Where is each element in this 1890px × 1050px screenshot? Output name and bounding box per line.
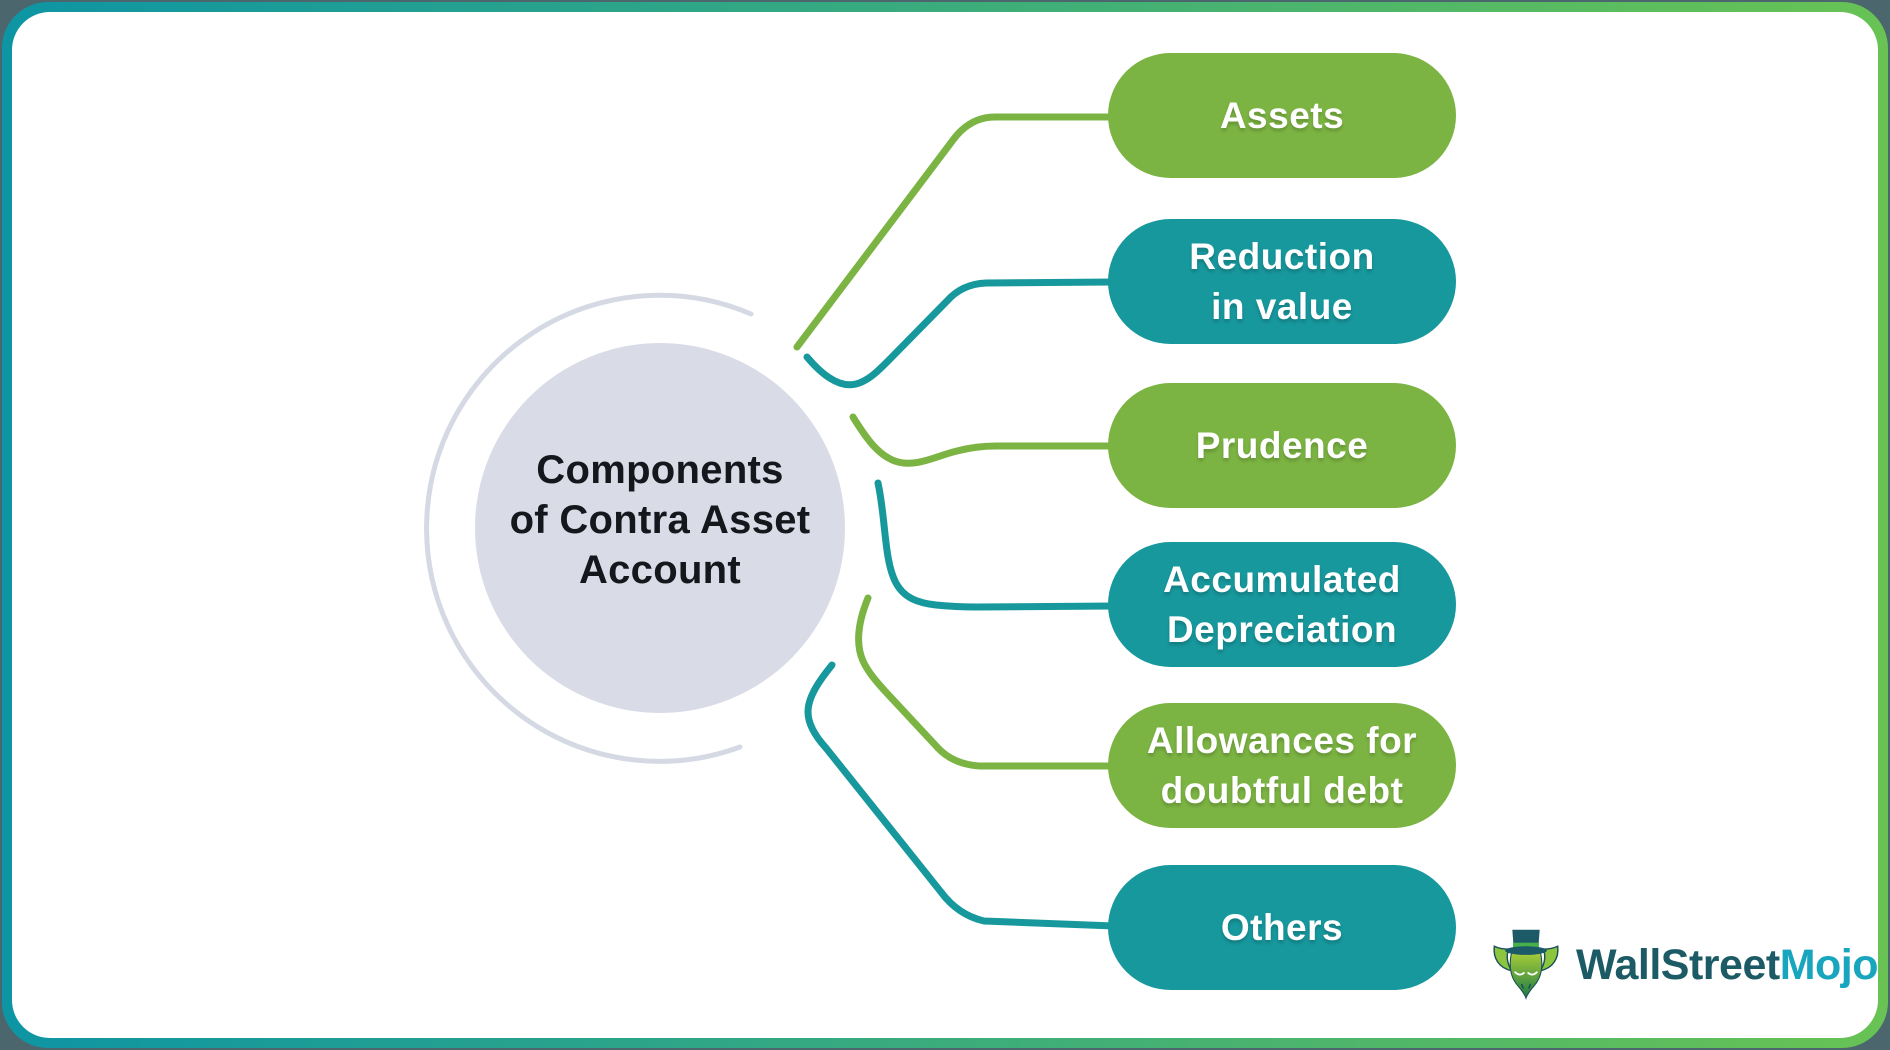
bull-face xyxy=(1509,951,1543,1000)
wallstreetmojo-logo: WallStreetMojo xyxy=(1490,926,1879,1004)
connector-line-others xyxy=(804,661,1118,930)
node-label-accumulated-depreciation: Accumulated Depreciation xyxy=(1163,558,1401,650)
node-label-others: Others xyxy=(1220,906,1344,948)
connector-line-allowances xyxy=(855,594,1118,770)
connector-line-accumulated-depreciation xyxy=(874,479,1118,611)
connector-line-assets xyxy=(793,113,1118,351)
node-label-reduction-in-value: Reduction in value xyxy=(1189,235,1375,327)
bull-eye-left xyxy=(1514,971,1525,976)
card-background xyxy=(12,12,1878,1038)
node-pill-reduction-in-value: Reduction in value xyxy=(1108,219,1456,344)
node-pill-others: Others xyxy=(1108,865,1456,990)
node-pill-accumulated-depreciation: Accumulated Depreciation xyxy=(1108,542,1456,667)
node-pill-allowances: Allowances for doubtful debt xyxy=(1108,703,1456,828)
logo-text-wallstreet: WallStreet xyxy=(1576,940,1780,989)
node-label-assets: Assets xyxy=(1219,94,1345,136)
bull-mascot-icon xyxy=(1493,929,1559,1000)
connector-line-prudence xyxy=(849,413,1118,467)
logo-text: WallStreetMojo xyxy=(1576,940,1879,990)
node-pill-assets: Assets xyxy=(1108,53,1456,178)
node-label-allowances: Allowances for doubtful debt xyxy=(1146,719,1418,811)
node-label-prudence: Prudence xyxy=(1195,424,1369,466)
bull-eye-right xyxy=(1527,971,1538,976)
bull-hat-brim xyxy=(1505,946,1547,955)
logo-text-mojo: Mojo xyxy=(1779,940,1879,989)
connector-line-reduction-in-value xyxy=(803,278,1118,389)
bull-hat-band xyxy=(1513,942,1539,950)
bull-nostrils xyxy=(1520,983,1532,989)
node-pill-prudence: Prudence xyxy=(1108,383,1456,508)
center-title: Components of Contra Asset Account xyxy=(509,448,811,592)
outer-arc xyxy=(424,292,754,764)
center-circle xyxy=(475,343,845,713)
